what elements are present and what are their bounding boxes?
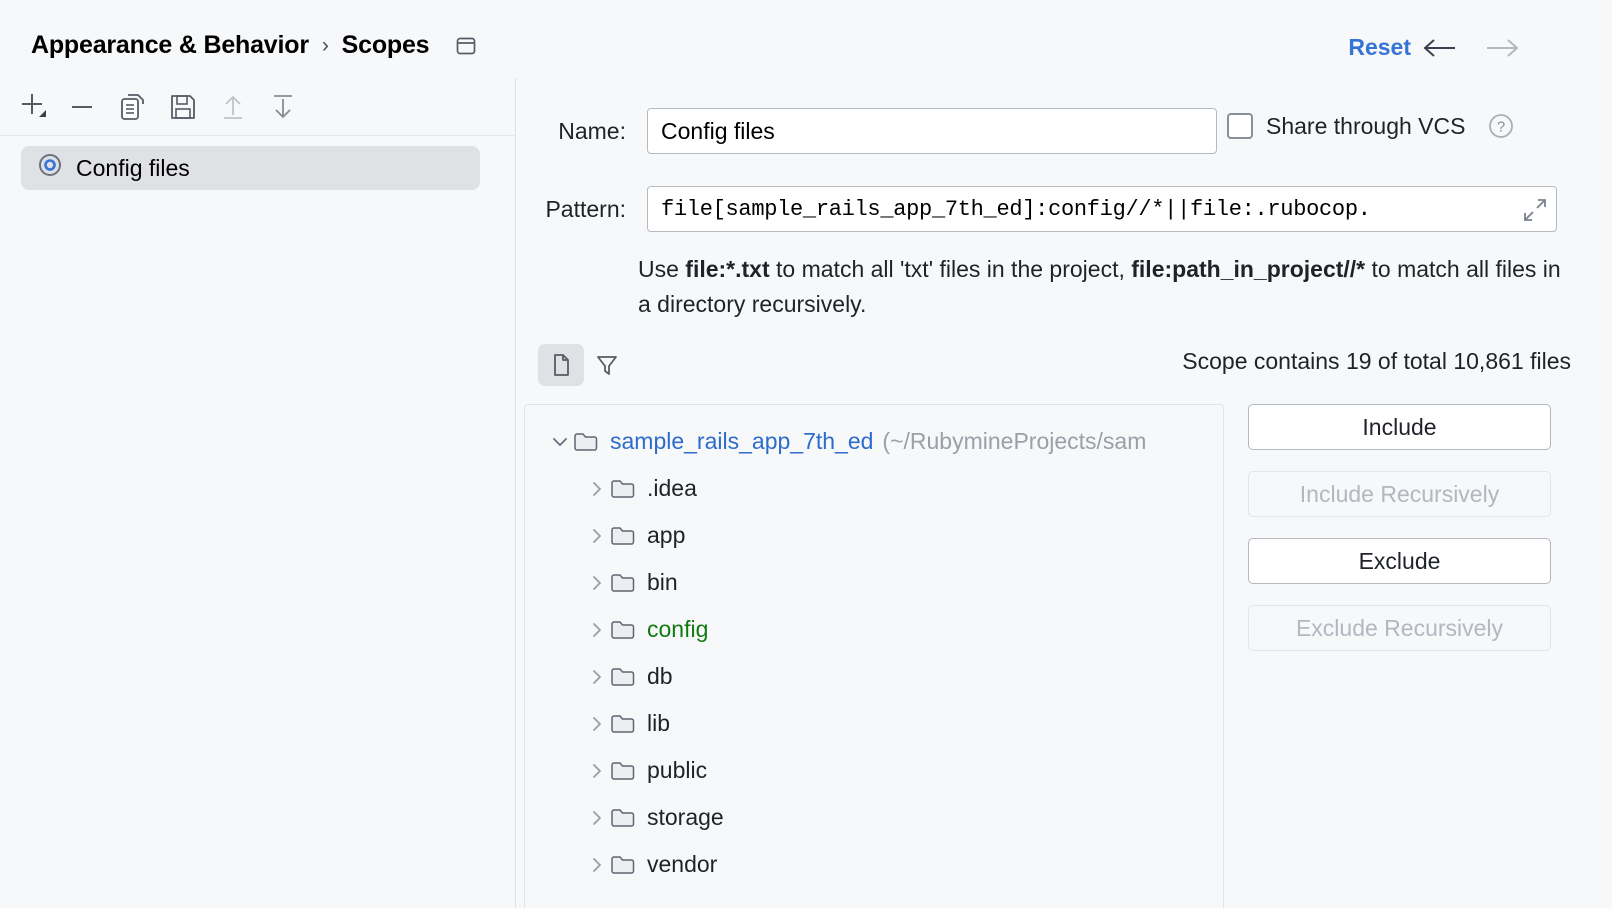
navigation-arrows	[1420, 36, 1522, 60]
chevron-right-icon[interactable]	[584, 854, 610, 876]
folder-icon	[610, 712, 636, 736]
tree-node-label: lib	[647, 710, 671, 736]
scope-target-icon	[37, 152, 63, 184]
folder-icon	[610, 806, 636, 830]
folder-icon	[610, 524, 636, 548]
tree-row[interactable]: db	[525, 653, 1223, 700]
expand-diagonal-icon[interactable]	[1522, 197, 1548, 223]
exclude-button[interactable]: Exclude	[1248, 538, 1551, 584]
name-label: Name:	[558, 117, 626, 144]
checkbox-box[interactable]	[1227, 113, 1253, 139]
tree-row[interactable]: .idea	[525, 465, 1223, 512]
arrow-right-icon[interactable]	[1482, 36, 1522, 60]
window-panel-icon[interactable]	[455, 36, 477, 56]
tree-node-label: config	[647, 616, 709, 642]
include-button[interactable]: Include	[1248, 404, 1551, 450]
duplicate-scope-button[interactable]	[108, 85, 158, 129]
breadcrumb-item-appearance-behavior[interactable]: Appearance & Behavior	[31, 31, 309, 59]
tree-row[interactable]: config	[525, 606, 1223, 653]
hint-part-2: to match all 'txt' files in the project,	[769, 256, 1132, 282]
tree-node-label: bin	[647, 569, 678, 595]
project-file-tree[interactable]: sample_rails_app_7th_ed (~/RubymineProjec…	[524, 404, 1224, 908]
tree-node-label: public	[647, 757, 708, 783]
tree-node-label: storage	[647, 804, 724, 830]
tree-row[interactable]: lib	[525, 700, 1223, 747]
svg-text:?: ?	[1497, 119, 1505, 136]
filter-button[interactable]	[584, 344, 630, 386]
tree-row[interactable]: public	[525, 747, 1223, 794]
show-files-toggle[interactable]	[538, 344, 584, 386]
tree-row[interactable]: storage	[525, 794, 1223, 841]
tree-row[interactable]: sample_rails_app_7th_ed (~/RubymineProjec…	[525, 418, 1223, 465]
pattern-hint: Use file:*.txt to match all 'txt' files …	[638, 252, 1568, 322]
name-input[interactable]	[647, 108, 1217, 154]
chevron-right-icon[interactable]	[584, 760, 610, 782]
hint-part-3: to match all files in a directory recurs…	[638, 256, 1561, 317]
tree-node-label: vendor	[647, 851, 718, 877]
chevron-right-icon[interactable]	[584, 478, 610, 500]
hint-example-2: file:path_in_project//*	[1131, 256, 1366, 282]
scope-list-item-config-files[interactable]: Config files	[21, 146, 480, 190]
tree-node-path: (~/RubymineProjects/sam	[882, 428, 1147, 454]
tree-node-label: db	[647, 663, 673, 689]
move-down-button[interactable]	[258, 85, 308, 129]
tree-row[interactable]: vendor	[525, 841, 1223, 888]
tree-node-label: app	[647, 522, 686, 548]
pattern-field-row: Pattern:	[523, 186, 1557, 232]
chevron-down-icon[interactable]	[547, 431, 573, 453]
tree-node-label: sample_rails_app_7th_ed	[610, 428, 874, 454]
chevron-right-icon[interactable]	[584, 713, 610, 735]
scope-contains-status: Scope contains 19 of total 10,861 files	[1182, 348, 1571, 374]
scopes-left-pane: Config files	[0, 78, 516, 908]
breadcrumb-separator: ›	[321, 33, 329, 57]
tree-row[interactable]: bin	[525, 559, 1223, 606]
folder-icon	[610, 571, 636, 595]
chevron-right-icon[interactable]	[584, 619, 610, 641]
share-through-vcs-checkbox[interactable]: Share through VCS ?	[1227, 112, 1515, 140]
question-mark-icon[interactable]: ?	[1487, 112, 1515, 140]
name-field-row: Name:	[523, 108, 1217, 154]
scope-list-item-label: Config files	[76, 154, 190, 181]
folder-icon	[610, 759, 636, 783]
pattern-label: Pattern:	[545, 195, 626, 222]
include-exclude-buttons: Include Include Recursively Exclude Excl…	[1248, 404, 1551, 651]
page-header: Appearance & Behavior › Scopes Reset	[0, 0, 1612, 78]
arrow-left-icon[interactable]	[1420, 36, 1460, 60]
chevron-right-icon[interactable]	[584, 525, 610, 547]
breadcrumb-item-scopes[interactable]: Scopes	[341, 31, 430, 59]
tree-row[interactable]: app	[525, 512, 1223, 559]
pattern-input-wrapper	[647, 186, 1557, 232]
reset-button[interactable]: Reset	[1342, 33, 1417, 62]
chevron-right-icon[interactable]	[584, 807, 610, 829]
exclude-recursively-button: Exclude Recursively	[1248, 605, 1551, 651]
remove-scope-button[interactable]	[58, 85, 108, 129]
share-through-vcs-label: Share through VCS	[1266, 112, 1466, 139]
scope-editor-pane: Name: Share through VCS ? Pattern:	[517, 78, 1612, 908]
folder-icon	[610, 665, 636, 689]
move-up-button	[208, 85, 258, 129]
folder-icon	[573, 430, 599, 454]
tree-node-label: .idea	[647, 475, 697, 501]
scopes-list: Config files	[0, 137, 516, 908]
chevron-right-icon[interactable]	[584, 666, 610, 688]
save-scope-button[interactable]	[158, 85, 208, 129]
include-recursively-button: Include Recursively	[1248, 471, 1551, 517]
breadcrumb: Appearance & Behavior › Scopes	[31, 31, 477, 60]
chevron-right-icon[interactable]	[584, 572, 610, 594]
scopes-toolbar	[0, 78, 516, 136]
pattern-input[interactable]	[647, 186, 1557, 232]
folder-icon	[610, 853, 636, 877]
folder-icon	[610, 477, 636, 501]
hint-example-1: file:*.txt	[685, 256, 770, 282]
folder-icon	[610, 618, 636, 642]
tree-toolbar	[538, 341, 1608, 389]
hint-part-1: Use	[638, 256, 686, 282]
add-scope-button[interactable]	[8, 85, 58, 129]
